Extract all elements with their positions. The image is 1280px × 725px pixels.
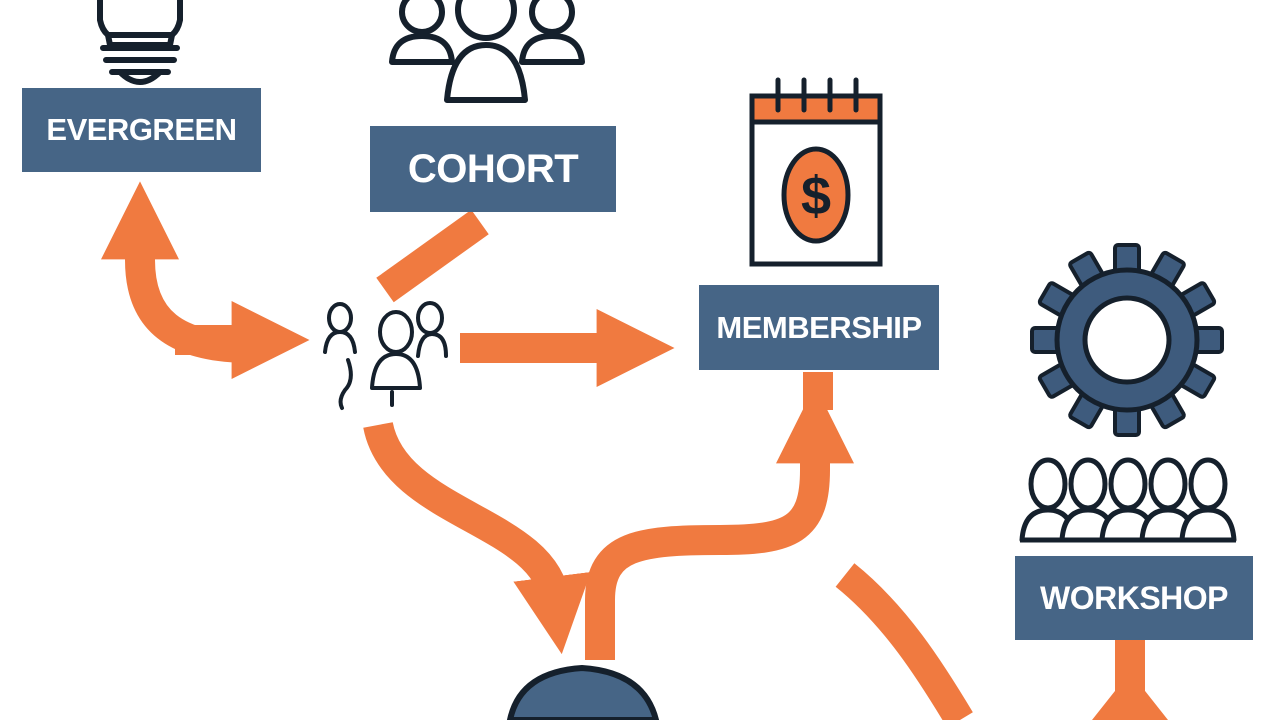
workshop-label: WORKSHOP — [1040, 579, 1229, 616]
bottom-head-icon — [506, 664, 660, 723]
arrow-hub-to-bottom — [363, 421, 591, 655]
dollar-sign: $ — [801, 166, 831, 226]
arrows — [101, 181, 1145, 725]
cohort-label: COHORT — [407, 146, 579, 191]
gear-icon — [1030, 243, 1224, 437]
evergreen-label: EVERGREEN — [46, 112, 237, 147]
workshop-label-box: WORKSHOP — [1015, 556, 1253, 640]
arrow-bottom-to-membership — [585, 385, 854, 660]
membership-label: MEMBERSHIP — [716, 309, 922, 345]
arrow-head-workshop — [1092, 672, 1168, 720]
evergreen-label-box: EVERGREEN — [22, 88, 261, 172]
membership-label-box: MEMBERSHIP — [699, 285, 939, 370]
cohort-label-box: COHORT — [370, 126, 616, 212]
arrow-to-bottom-right — [835, 563, 973, 725]
arrow-cohort-to-hub — [376, 209, 489, 303]
people-icon — [323, 301, 448, 410]
audience-icon — [1019, 457, 1237, 543]
group-icon — [389, 0, 585, 103]
lightbulb-icon — [97, 0, 183, 85]
calendar-dollar-icon: $ — [749, 77, 883, 267]
audience-person — [1059, 457, 1117, 543]
audience-person — [1179, 457, 1237, 543]
